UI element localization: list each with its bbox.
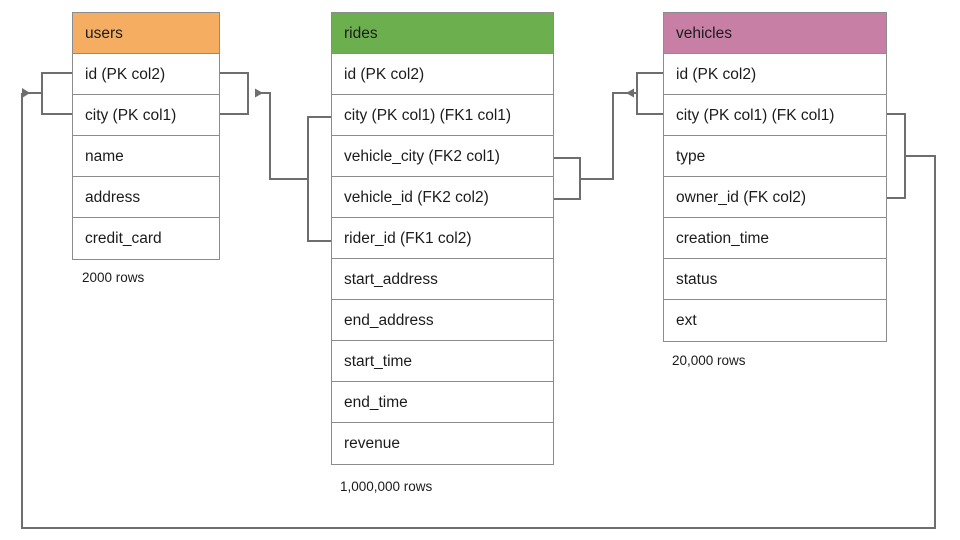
table-vehicles-column-creation-time[interactable]: creation_time <box>664 218 886 259</box>
table-users-column-city[interactable]: city (PK col1) <box>73 95 219 136</box>
table-users[interactable]: users id (PK col2) city (PK col1) name a… <box>72 12 220 260</box>
table-users-header: users <box>73 13 219 54</box>
table-vehicles-column-status[interactable]: status <box>664 259 886 300</box>
table-vehicles-column-city[interactable]: city (PK col1) (FK col1) <box>664 95 886 136</box>
table-rides-column-start-time[interactable]: start_time <box>332 341 553 382</box>
table-users-column-name[interactable]: name <box>73 136 219 177</box>
table-users-row-count: 2000 rows <box>82 270 145 285</box>
table-rides-column-vehicle-city[interactable]: vehicle_city (FK2 col1) <box>332 136 553 177</box>
edge-users-pk-bracket-left <box>22 72 72 115</box>
table-rides-row-count: 1,000,000 rows <box>340 479 433 494</box>
table-vehicles-column-type[interactable]: type <box>664 136 886 177</box>
table-rides-column-end-address[interactable]: end_address <box>332 300 553 341</box>
table-users-column-id[interactable]: id (PK col2) <box>73 54 219 95</box>
edge-arrowhead-users-left <box>21 88 42 98</box>
table-users-column-address[interactable]: address <box>73 177 219 218</box>
table-vehicles-row-count: 20,000 rows <box>672 353 746 368</box>
table-vehicles-column-ext[interactable]: ext <box>664 300 886 341</box>
edge-rides-fk1-to-users <box>255 88 331 242</box>
table-rides[interactable]: rides id (PK col2) city (PK col1) (FK1 c… <box>331 12 554 465</box>
table-rides-column-revenue[interactable]: revenue <box>332 423 553 464</box>
table-users-column-credit-card[interactable]: credit_card <box>73 218 219 259</box>
table-vehicles[interactable]: vehicles id (PK col2) city (PK col1) (FK… <box>663 12 887 342</box>
table-rides-column-id[interactable]: id (PK col2) <box>332 54 553 95</box>
table-rides-column-vehicle-id[interactable]: vehicle_id (FK2 col2) <box>332 177 553 218</box>
edge-vehicles-pk-bracket-left <box>613 72 663 115</box>
table-vehicles-column-owner-id[interactable]: owner_id (FK col2) <box>664 177 886 218</box>
table-rides-column-city[interactable]: city (PK col1) (FK1 col1) <box>332 95 553 136</box>
table-vehicles-column-id[interactable]: id (PK col2) <box>664 54 886 95</box>
table-vehicles-header: vehicles <box>664 13 886 54</box>
edge-rides-fk2-to-vehicles <box>554 92 637 200</box>
table-rides-column-end-time[interactable]: end_time <box>332 382 553 423</box>
table-rides-column-start-address[interactable]: start_address <box>332 259 553 300</box>
table-rides-column-rider-id[interactable]: rider_id (FK1 col2) <box>332 218 553 259</box>
table-rides-header: rides <box>332 13 553 54</box>
edge-users-pk-bracket-right <box>220 72 249 115</box>
